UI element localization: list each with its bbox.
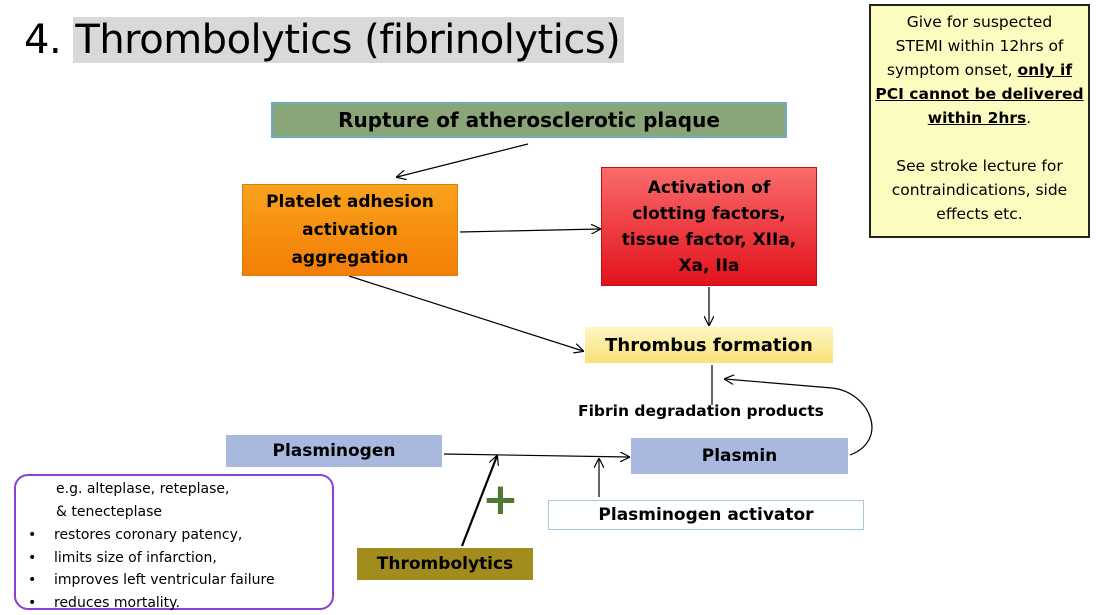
- note-line-5: within 2hrs.: [871, 106, 1088, 130]
- plus-icon: +: [482, 474, 519, 525]
- bullet-icon: •: [28, 549, 37, 566]
- examples-line-1: e.g. alteplase, reteplase,: [56, 481, 230, 497]
- plasminogen-activator-box: Plasminogen activator: [548, 500, 864, 530]
- note-line-8: effects etc.: [936, 205, 1023, 223]
- list-item: • restores coronary patency,: [16, 524, 275, 547]
- fibrin-degradation-label: Fibrin degradation products: [578, 402, 824, 420]
- plasminogen-box: Plasminogen: [226, 435, 442, 467]
- note-line-2: STEMI within 12hrs of: [895, 37, 1064, 55]
- plasmin-box: Plasmin: [631, 438, 848, 474]
- list-item: • reduces mortality.: [16, 592, 275, 615]
- clotting-box: Activation of clotting factors, tissue f…: [601, 167, 817, 286]
- slide-title: 4. Thrombolytics (fibrinolytics): [24, 14, 625, 66]
- examples-line-2: & tenecteplase: [56, 504, 163, 520]
- thrombolytics-label: Thrombolytics: [376, 554, 514, 574]
- note-line-3: symptom onset, only if: [871, 58, 1088, 82]
- benefits-list: • restores coronary patency, • limits size…: [16, 524, 275, 614]
- list-item-text: reduces mortality.: [54, 594, 180, 611]
- slide-title-text: Thrombolytics (fibrinolytics): [73, 17, 625, 63]
- plasmin-label: Plasmin: [701, 446, 778, 466]
- note-line-5-text: .: [1026, 109, 1032, 127]
- arrow-platelet-to-clotting: [459, 229, 600, 232]
- thrombus-label: Thrombus formation: [605, 334, 813, 356]
- note-line-4: PCI cannot be delivered: [875, 85, 1084, 103]
- thrombolytics-box: Thrombolytics: [357, 548, 533, 580]
- clotting-line-3: tissue factor, XIIa,: [621, 229, 797, 250]
- bullet-icon: •: [28, 527, 37, 543]
- note-line-1: Give for suspected: [906, 13, 1053, 31]
- note-line-3-emphasis: only if: [1017, 61, 1073, 79]
- arrow-rupture-to-platelet: [397, 143, 529, 177]
- platelet-line-1: Platelet adhesion: [266, 192, 434, 212]
- platelet-line-3: aggregation: [291, 248, 409, 268]
- indication-note: Give for suspected STEMI within 12hrs of…: [869, 4, 1090, 238]
- clotting-line-4: Xa, IIa: [678, 255, 740, 276]
- bullet-icon: •: [28, 572, 37, 588]
- plasminogen-label: Plasminogen: [272, 441, 396, 461]
- rupture-box: Rupture of atherosclerotic plaque: [271, 102, 787, 138]
- examples-box: e.g. alteplase, reteplase, & tenecteplas…: [14, 474, 334, 611]
- note-line-5-emphasis: within 2hrs: [927, 109, 1027, 127]
- note-line-3-text: symptom onset,: [886, 61, 1018, 79]
- platelet-line-2: activation: [302, 220, 398, 240]
- clotting-line-1: Activation of: [647, 177, 771, 198]
- plasminogen-activator-label: Plasminogen activator: [598, 505, 814, 525]
- slide-title-number: 4.: [24, 17, 62, 63]
- clotting-line-2: clotting factors,: [632, 203, 786, 224]
- thrombus-box: Thrombus formation: [585, 327, 833, 363]
- list-item: • limits size of infarction,: [16, 547, 275, 570]
- note-line-7: contraindications, side: [891, 181, 1068, 199]
- arrow-plasminogen-to-plasmin: [443, 454, 629, 457]
- list-item-text: restores coronary patency,: [54, 527, 243, 543]
- list-item-text: improves left ventricular failure: [54, 572, 275, 588]
- bullet-icon: •: [28, 594, 37, 611]
- platelet-box: Platelet adhesion activation aggregation: [242, 184, 458, 276]
- rupture-label: Rupture of atherosclerotic plaque: [338, 108, 720, 132]
- arrow-platelet-to-thrombus: [348, 275, 583, 351]
- list-item: • improves left ventricular failure: [16, 569, 275, 592]
- note-line-6: See stroke lecture for: [896, 157, 1063, 175]
- list-item-text: limits size of infarction,: [54, 549, 217, 566]
